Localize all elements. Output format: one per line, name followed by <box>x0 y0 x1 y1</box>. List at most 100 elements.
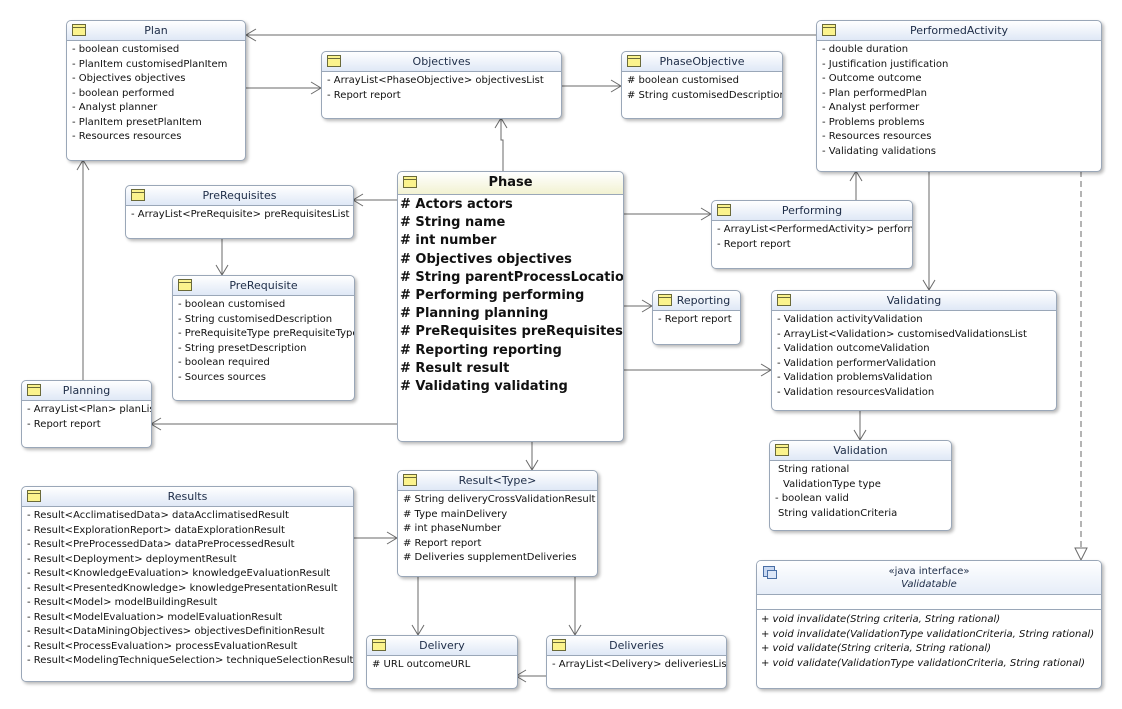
attribute: - Result<AcclimatisedData> dataAcclimati… <box>27 510 289 521</box>
class-icon <box>717 204 731 216</box>
class-result-type-header: Result<Type> <box>398 471 597 491</box>
operation: + void validate(String criteria, String … <box>761 643 992 654</box>
attribute: ValidationType type <box>783 478 881 490</box>
attribute: - Analyst performer <box>822 102 920 113</box>
class-validating-header: Validating <box>772 291 1056 311</box>
attribute: # int number <box>400 233 497 249</box>
class-pre-requisites[interactable]: PreRequisites - ArrayList<PreRequisite> … <box>125 185 354 239</box>
class-performing-header: Performing <box>712 201 912 221</box>
attribute: - Validation performerValidation <box>777 357 936 369</box>
class-name: Objectives <box>412 55 471 68</box>
class-name: PreRequisite <box>229 279 298 292</box>
class-phase-objective-header: PhaseObjective <box>622 52 782 72</box>
class-icon <box>131 189 145 201</box>
class-name: Delivery <box>419 639 465 652</box>
interface-icon <box>763 566 777 579</box>
attribute: # Reporting reporting <box>400 342 562 358</box>
class-phase-header: Phase <box>398 172 623 195</box>
class-performing[interactable]: Performing - ArrayList<PerformedActivity… <box>711 200 913 269</box>
interface-stereotype: «java interface» <box>888 566 970 577</box>
attribute: - Validation outcomeValidation <box>777 343 930 354</box>
class-icon <box>72 24 86 36</box>
class-validation[interactable]: Validation String rational ValidationTyp… <box>769 440 952 531</box>
class-validating[interactable]: Validating - Validation activityValidati… <box>771 290 1057 411</box>
class-phase-objective[interactable]: PhaseObjective # boolean customised # St… <box>621 51 783 119</box>
attribute: # Performing performing <box>400 288 585 304</box>
operation: + void validate(ValidationType validatio… <box>761 657 1086 669</box>
class-icon <box>775 444 789 456</box>
attribute: String validationCriteria <box>778 507 898 519</box>
class-icon <box>372 639 386 651</box>
attribute: - Validation activityValidation <box>777 314 923 325</box>
attribute: - ArrayList<Validation> customisedValida… <box>777 328 1027 340</box>
operation: + void invalidate(String criteria, Strin… <box>761 614 1001 625</box>
attribute: # Deliveries supplementDeliveries <box>403 552 577 563</box>
class-icon <box>777 294 791 306</box>
attribute: # PreRequisites preRequisites <box>400 324 623 340</box>
attribute: # Result result <box>400 360 510 376</box>
class-planning-header: Planning <box>22 381 151 401</box>
attribute: - boolean required <box>178 357 270 368</box>
class-phase[interactable]: Phase # Actors actors # String name # in… <box>397 171 624 442</box>
class-result-type[interactable]: Result<Type> # String deliveryCrossValid… <box>397 470 598 577</box>
interface-validatable[interactable]: «java interface» Validatable + void inva… <box>756 560 1102 689</box>
class-name: Validation <box>833 444 888 457</box>
attribute: - Validating validations <box>822 145 937 157</box>
class-planning[interactable]: Planning - ArrayList<Plan> planList - Re… <box>21 380 152 448</box>
attribute: - ArrayList<Plan> planList <box>27 404 152 415</box>
class-icon <box>403 176 417 188</box>
attribute: - ArrayList<PhaseObjective> objectivesLi… <box>327 75 544 86</box>
class-reporting[interactable]: Reporting - Report report <box>652 290 741 345</box>
interface-name: Validatable <box>901 579 957 590</box>
class-icon <box>822 24 836 36</box>
class-pre-requisites-header: PreRequisites <box>126 186 353 206</box>
interface-header: «java interface» Validatable <box>757 561 1101 595</box>
attribute: - Result<PresentedKnowledge> knowledgePr… <box>27 582 338 594</box>
attribute: - Problems problems <box>822 116 925 128</box>
class-icon <box>27 384 41 396</box>
class-icon <box>403 474 417 486</box>
attribute: - ArrayList<PreRequisite> preRequisitesL… <box>131 209 350 220</box>
attribute: # Planning planning <box>400 306 549 322</box>
attribute: - Report report <box>27 418 101 430</box>
attribute: # String parentProcessLocation <box>400 269 624 285</box>
class-name: PreRequisites <box>202 189 277 202</box>
attribute: - Resources resources <box>822 131 932 142</box>
attribute: - ArrayList<PerformedActivity> performe <box>717 224 913 235</box>
attribute: - Plan performedPlan <box>822 87 927 99</box>
class-pre-requisite[interactable]: PreRequisite - boolean customised - Stri… <box>172 275 355 401</box>
attribute: - Report report <box>658 314 732 325</box>
attribute: - String customisedDescription <box>178 313 333 325</box>
class-plan-header: Plan <box>67 21 245 41</box>
attribute: - Report report <box>717 238 791 250</box>
class-results[interactable]: Results - Result<AcclimatisedData> dataA… <box>21 486 354 682</box>
class-pre-requisite-header: PreRequisite <box>173 276 354 296</box>
attribute: # boolean customised <box>627 75 740 86</box>
attribute: - Result<Deployment> deploymentResult <box>27 553 237 565</box>
class-deliveries[interactable]: Deliveries - ArrayList<Delivery> deliver… <box>546 635 727 689</box>
class-name: PhaseObjective <box>659 55 745 68</box>
attribute: - Outcome outcome <box>822 73 922 84</box>
class-objectives-header: Objectives <box>322 52 561 72</box>
class-objectives[interactable]: Objectives - ArrayList<PhaseObjective> o… <box>321 51 562 119</box>
attribute: - boolean customised <box>72 44 180 55</box>
class-delivery[interactable]: Delivery # URL outcomeURL <box>366 635 518 689</box>
attribute: - Result<PreProcessedData> dataPreProces… <box>27 539 295 550</box>
class-performed-activity[interactable]: PerformedActivity - double duration - Ju… <box>816 20 1102 172</box>
class-name: Result<Type> <box>458 474 537 487</box>
class-plan[interactable]: Plan - boolean customised - PlanItem cus… <box>66 20 246 161</box>
class-icon <box>27 490 41 502</box>
class-results-header: Results <box>22 487 353 507</box>
class-name: Reporting <box>676 294 731 307</box>
class-icon <box>552 639 566 651</box>
attribute: # String customisedDescription <box>627 89 783 101</box>
attribute: - Report report <box>327 89 401 101</box>
attribute: - Justification justification <box>822 58 949 70</box>
attribute: - Resources resources <box>72 131 182 142</box>
attribute: - PreRequisiteType preRequisiteType <box>178 328 355 339</box>
attribute: - Validation resourcesValidation <box>777 386 935 398</box>
class-name: Performing <box>781 204 843 217</box>
class-icon <box>178 279 192 291</box>
attribute: - Sources sources <box>178 371 266 383</box>
